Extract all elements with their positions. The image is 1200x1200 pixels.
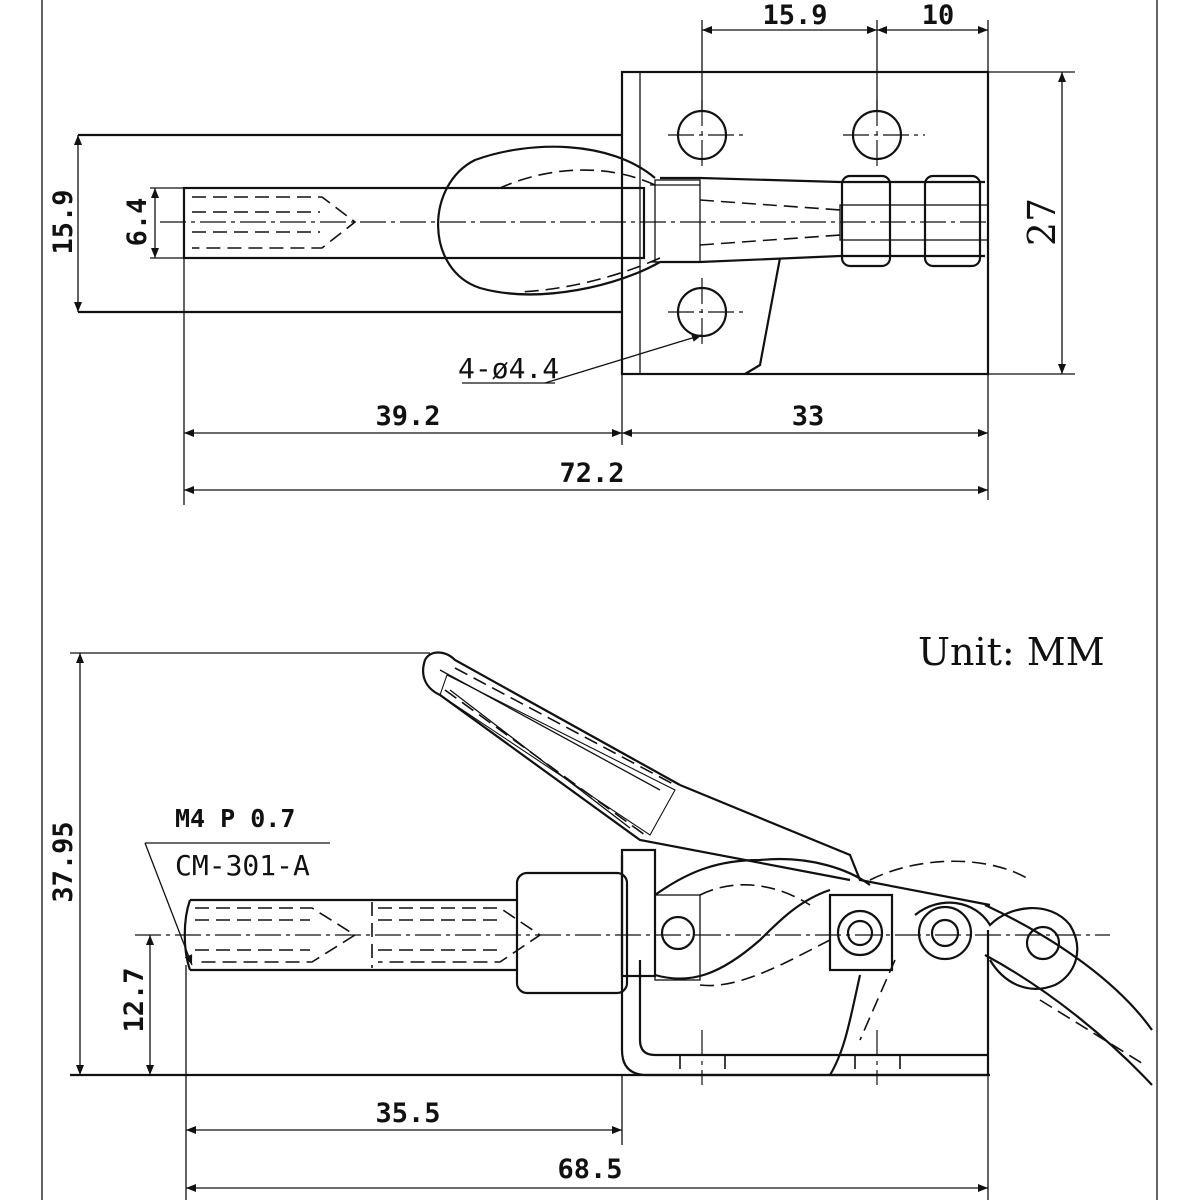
linkage-bottom — [660, 254, 985, 264]
dim-hole-spacing-a: 15.9 — [762, 0, 827, 31]
linkage-hidden — [699, 199, 841, 246]
rear-link — [914, 901, 1079, 990]
pivot-pin-3-inner — [930, 918, 960, 948]
handle-neck — [650, 184, 700, 263]
handle-hook — [744, 257, 782, 375]
dim-overall-length: 68.5 — [557, 1154, 622, 1185]
handle-grip — [439, 674, 676, 836]
handle-loop-hidden — [499, 169, 661, 293]
plunger-thread-hidden — [195, 907, 357, 963]
dim-hole-spacing-b: 10 — [922, 0, 955, 31]
top-view: 15.9 10 27 15.9 6.4 4-ø4.4 39.2 33 72.2 — [48, 0, 1075, 505]
callout-leader — [144, 842, 193, 966]
pivot-block — [828, 893, 894, 972]
hole-callout-leader — [544, 334, 703, 384]
dim-base-height: 27 — [1020, 198, 1064, 246]
linkage-curve — [654, 888, 831, 980]
thread-spec: M4 P 0.7 — [175, 804, 295, 833]
bracket-arm-hidden — [859, 959, 896, 1041]
side-view: Unit: MM 37.95 — [48, 630, 1153, 1200]
base-plate — [620, 70, 990, 376]
handle-loop — [437, 145, 661, 296]
handle-neck-block — [654, 179, 701, 263]
model-code: CM-301-A — [175, 849, 310, 882]
dim-handle-width: 15.9 — [48, 189, 79, 254]
plunger-guide — [515, 871, 629, 995]
unit-label: Unit: MM — [918, 630, 1105, 674]
dim-plunger-height: 12.7 — [119, 967, 150, 1032]
handle-rear-hidden — [1039, 999, 1146, 1066]
hole-centerlines — [668, 100, 925, 345]
pivot-pin-2-inner — [846, 919, 874, 947]
linkage-hidden — [699, 883, 831, 987]
rear-link-hidden — [869, 860, 1031, 881]
pivot-pin-3 — [917, 905, 973, 961]
dim-plunger-extension: 35.5 — [375, 1098, 440, 1129]
pivot-block-1 — [840, 174, 892, 268]
handle-rear-bar — [984, 904, 1153, 1086]
base-hole-hidden — [679, 1055, 901, 1075]
handle-grip-inner — [439, 669, 661, 829]
bracket-arm — [829, 974, 862, 1076]
dim-overall-length: 72.2 — [559, 458, 624, 489]
handle-grip-hatch — [444, 667, 674, 836]
handle-lever — [422, 651, 851, 882]
dim-plunger-extension: 39.2 — [375, 401, 440, 432]
pivot-pin — [839, 204, 989, 241]
dim-base-length: 33 — [792, 401, 825, 432]
plunger-body — [182, 186, 646, 260]
linkage-top — [660, 176, 985, 184]
linkage-upper — [654, 858, 871, 896]
dim-overall-height: 37.95 — [48, 821, 79, 902]
hole-callout: 4-ø4.4 — [458, 352, 559, 385]
pivot-pin-2 — [836, 909, 884, 957]
handle-upper-edge — [679, 783, 991, 907]
linkage-block — [654, 894, 701, 981]
dim-plunger-diameter: 6.4 — [122, 198, 153, 247]
base-bracket-inner — [638, 960, 988, 1057]
pivot-pin-4 — [1025, 925, 1061, 961]
pivot-block-2 — [923, 174, 982, 268]
base-bracket — [620, 855, 990, 1077]
pivot-pin-1 — [660, 915, 696, 951]
